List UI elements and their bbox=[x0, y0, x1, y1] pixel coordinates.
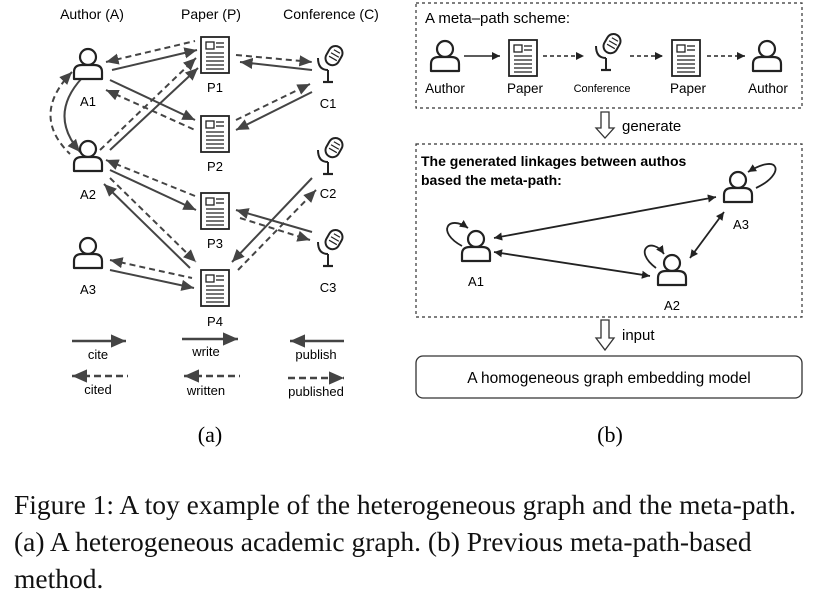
scheme-node-paper-2: Paper bbox=[670, 81, 707, 96]
input-arrow-icon bbox=[594, 319, 616, 352]
document-icon bbox=[671, 39, 701, 77]
conference-node-c3: C3 bbox=[316, 226, 347, 295]
scheme-node-author-1: Author bbox=[425, 81, 465, 96]
paper-label-p3: P3 bbox=[207, 236, 223, 251]
person-icon bbox=[429, 39, 461, 73]
legend-publish: publish bbox=[295, 347, 336, 362]
person-icon bbox=[72, 139, 104, 173]
panel-a: Author (A) Paper (P) Conference (C) bbox=[49, 6, 379, 447]
paper-node-p2: P2 bbox=[200, 115, 230, 174]
document-icon bbox=[508, 39, 538, 77]
paper-label-p4: P4 bbox=[207, 314, 223, 329]
embedding-model-box bbox=[415, 355, 803, 399]
microphone-icon bbox=[316, 42, 347, 84]
figure: Author (A) Paper (P) Conference (C) bbox=[49, 2, 803, 447]
figure-caption: Figure 1: A toy example of the heterogen… bbox=[14, 489, 796, 594]
embedding-model-label: A homogeneous graph embedding model bbox=[467, 370, 751, 387]
meta-path-scheme-box bbox=[415, 2, 803, 109]
document-icon bbox=[200, 115, 230, 153]
conference-label-c3: C3 bbox=[320, 280, 337, 295]
generate-arrow-icon bbox=[594, 111, 616, 139]
panel-a-label: (a) bbox=[198, 422, 222, 447]
legend-written: written bbox=[186, 383, 225, 398]
legend-cited: cited bbox=[84, 382, 111, 397]
paper-column-header: Paper (P) bbox=[181, 6, 241, 22]
author-label-a3: A3 bbox=[80, 282, 96, 297]
linkage-author-a1: A1 bbox=[468, 274, 484, 289]
panel-b-label: (b) bbox=[597, 422, 623, 447]
linkage-title-line-2: based the meta-path: bbox=[421, 172, 562, 188]
scheme-title: A meta–path scheme: bbox=[425, 10, 570, 27]
document-icon bbox=[200, 192, 230, 230]
person-icon bbox=[460, 229, 492, 263]
author-label-a2: A2 bbox=[80, 187, 96, 202]
person-icon bbox=[751, 39, 783, 73]
scheme-node-paper-1: Paper bbox=[507, 81, 544, 96]
linkage-title-line-1: The generated linkages between authos bbox=[421, 153, 687, 169]
scheme-node-author-2: Author bbox=[748, 81, 788, 96]
paper-label-p2: P2 bbox=[207, 159, 223, 174]
input-label: input bbox=[622, 327, 655, 344]
person-icon bbox=[656, 253, 688, 287]
person-icon bbox=[722, 170, 754, 204]
linkage-edges bbox=[446, 163, 777, 279]
microphone-icon bbox=[316, 134, 347, 176]
legend-cite: cite bbox=[88, 347, 108, 362]
person-icon bbox=[72, 47, 104, 81]
conference-label-c2: C2 bbox=[320, 186, 337, 201]
paper-node-p3: P3 bbox=[200, 192, 230, 251]
conference-label-c1: C1 bbox=[320, 96, 337, 111]
conference-node-c1: C1 bbox=[316, 42, 347, 111]
author-node-a3: A3 bbox=[72, 236, 104, 297]
conference-node-c2: C2 bbox=[316, 134, 347, 201]
paper-node-p4: P4 bbox=[200, 269, 230, 329]
paper-label-p1: P1 bbox=[207, 80, 223, 95]
author-column-header: Author (A) bbox=[60, 6, 124, 22]
paper-node-p1: P1 bbox=[200, 36, 230, 95]
microphone-icon bbox=[316, 226, 347, 268]
graph-edges bbox=[49, 40, 317, 291]
generated-linkages-box bbox=[415, 143, 803, 318]
document-icon bbox=[200, 269, 230, 307]
panel-b: A meta–path scheme: Author Paper Confere… bbox=[415, 2, 803, 447]
person-icon bbox=[72, 236, 104, 270]
generate-label: generate bbox=[622, 118, 681, 135]
author-label-a1: A1 bbox=[80, 94, 96, 109]
author-node-a2: A2 bbox=[72, 139, 104, 202]
legend-write: write bbox=[191, 344, 219, 359]
author-node-a1: A1 bbox=[72, 47, 104, 109]
linkage-author-a2: A2 bbox=[664, 298, 680, 313]
legend bbox=[72, 332, 344, 385]
linkage-author-a3: A3 bbox=[733, 217, 749, 232]
document-icon bbox=[200, 36, 230, 74]
legend-published: published bbox=[288, 384, 344, 399]
conference-column-header: Conference (C) bbox=[283, 6, 379, 22]
scheme-node-conference: Conference bbox=[574, 83, 631, 95]
microphone-icon bbox=[594, 30, 625, 72]
